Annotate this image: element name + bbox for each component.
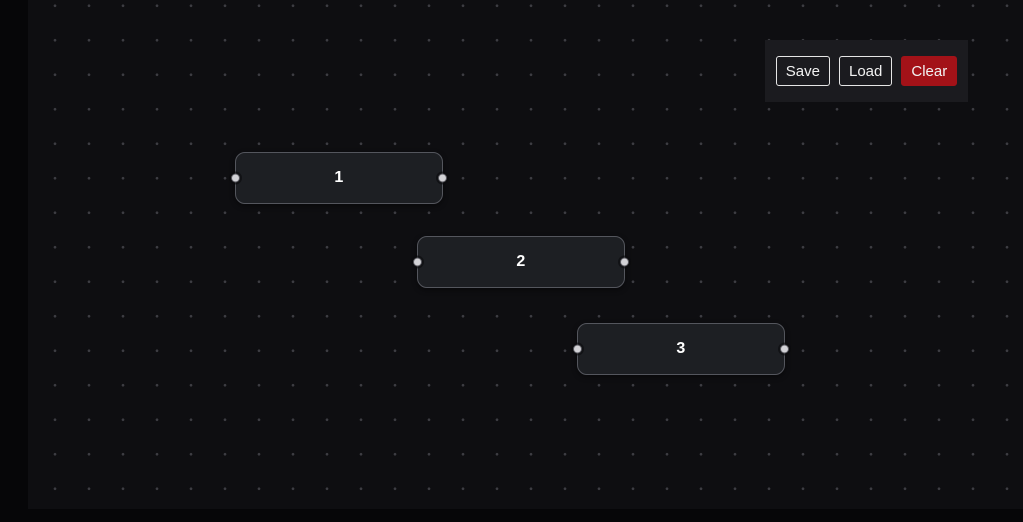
input-port[interactable] — [573, 344, 582, 354]
input-port[interactable] — [231, 173, 240, 183]
clear-button[interactable]: Clear — [901, 56, 958, 86]
toolbar-panel: Save Load Clear — [765, 40, 968, 102]
save-button[interactable]: Save — [775, 56, 830, 86]
load-button[interactable]: Load — [838, 56, 893, 86]
output-port[interactable] — [620, 257, 629, 267]
node-editor-canvas[interactable]: Save Load Clear 1 2 3 — [28, 0, 1023, 509]
node-3[interactable]: 3 — [573, 323, 789, 375]
node-label: 1 — [334, 169, 344, 186]
output-port[interactable] — [780, 344, 789, 354]
node-label: 3 — [676, 340, 686, 357]
node-1[interactable]: 1 — [231, 152, 447, 204]
node-label: 2 — [516, 253, 526, 270]
output-port[interactable] — [438, 173, 447, 183]
input-port[interactable] — [413, 257, 422, 267]
node-2[interactable]: 2 — [413, 236, 629, 288]
